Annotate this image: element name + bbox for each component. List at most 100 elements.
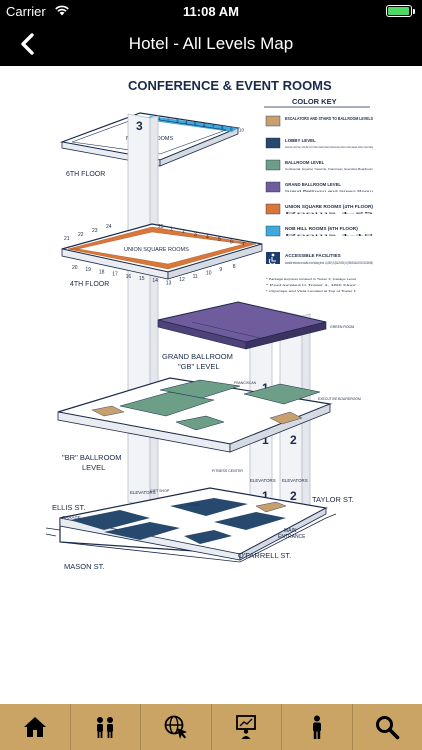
tower-number: 1 xyxy=(262,433,269,447)
tab-home[interactable] xyxy=(0,704,71,750)
plaza-area[interactable] xyxy=(184,530,232,544)
yosemite-room[interactable] xyxy=(175,415,225,431)
search-icon xyxy=(376,716,400,740)
union-room-number: 3 xyxy=(194,232,197,238)
nob-hill-room-number: 3 xyxy=(176,119,179,124)
color-key-label: GRAND BALLROOM LEVEL xyxy=(285,182,341,187)
home-icon xyxy=(23,717,46,737)
wifi-icon xyxy=(55,5,69,16)
union-room-number: 8 xyxy=(233,264,236,270)
br-ballroom-label: "BR" BALLROOM xyxy=(62,453,122,462)
plaza-label: PLAZA xyxy=(188,503,200,507)
tower-number: 2 xyxy=(290,489,297,503)
grand-ballroom-label: GRAND BALLROOM xyxy=(162,352,233,361)
franciscan-label: FRANCISCAN xyxy=(234,381,257,385)
tab-people[interactable] xyxy=(71,704,141,750)
status-time: 11:08 AM xyxy=(183,4,239,19)
color-key: COLOR KEY ESCALATORS AND STAIRS TO BALLR… xyxy=(264,97,375,293)
street-outline xyxy=(45,513,337,563)
union-room-number: 20 xyxy=(72,265,78,271)
color-key-swatch xyxy=(265,137,281,149)
color-key-desc: Grand Ballroom and Green Room xyxy=(285,189,374,193)
fitness-center-label: FITNESS CENTER xyxy=(212,469,243,473)
color-key-swatch xyxy=(265,225,281,237)
battery-fill xyxy=(388,7,409,15)
color-key-desc: Rooms 1-10 xyxy=(285,233,375,237)
tab-globe[interactable] xyxy=(141,704,212,750)
nob-hill-room-number: 7 xyxy=(212,124,215,129)
nob-hill-room-number: 4 xyxy=(185,120,188,125)
chevron-left-icon[interactable] xyxy=(14,30,42,58)
union-room-number: 18 xyxy=(99,269,105,275)
hotel-levels-map: CONFERENCE & EVENT ROOMS COLOR KEY ESCAL… xyxy=(45,78,375,571)
color-key-swatch xyxy=(265,203,281,215)
sixth-floor-label: 6TH FLOOR xyxy=(66,171,105,178)
tower-number: 2 xyxy=(290,433,297,447)
color-key-desc: Golden Gate, Urban Tavern, Lobby Bar, He… xyxy=(285,145,373,149)
main-entrance-label-2: ENTRANCE xyxy=(278,534,306,540)
gift-shop-label: GIFT SHOP xyxy=(150,489,170,493)
lobby-level: FITNESS CENTER GIFT SHOP PLAZA ELEVATORS… xyxy=(59,469,328,561)
tab-search[interactable] xyxy=(353,704,422,750)
franciscan-room[interactable] xyxy=(243,383,321,405)
imperial-ballroom[interactable] xyxy=(159,379,241,399)
lobby-area-north[interactable] xyxy=(170,498,248,516)
lobby-area-east[interactable] xyxy=(214,512,286,530)
br-level-label: LEVEL xyxy=(82,463,105,472)
tower-number: 3 xyxy=(136,119,143,133)
color-key-note: * Parkage Express located in Tower 3, Ga… xyxy=(266,277,356,281)
tower-number: 1 xyxy=(262,489,269,503)
union-room-number: 9 xyxy=(219,267,222,273)
union-square-rooms-ring[interactable] xyxy=(67,226,257,270)
union-room-number: 22 xyxy=(78,232,84,238)
color-key-label: BALLROOM LEVEL xyxy=(285,160,325,165)
elevators-label-left: ELEVATORS xyxy=(130,490,156,495)
union-room-number: 23 xyxy=(92,228,98,234)
union-room-number: 4 xyxy=(206,234,209,240)
union-room-number: 24 xyxy=(106,224,112,230)
tab-presentation[interactable] xyxy=(212,704,282,750)
color-key-desc: Rooms 1-25 xyxy=(285,211,375,215)
lobby-area-west[interactable] xyxy=(70,510,150,530)
union-room-number: 2 xyxy=(182,229,185,235)
executive-boardroom-label: EXECUTIVE BOARDROOM xyxy=(318,397,361,401)
color-key-desc: Continental, Imperial, Yosemite, Francis… xyxy=(285,167,373,171)
map-container[interactable]: CONFERENCE & EVENT ROOMS COLOR KEY ESCAL… xyxy=(0,66,422,704)
union-room-number: 19 xyxy=(85,267,91,273)
continental-ballroom[interactable] xyxy=(119,391,215,417)
globe-pointer-icon xyxy=(164,715,187,739)
carrier-label: Carrier xyxy=(6,4,46,19)
nob-hill-room-number: 5 xyxy=(194,121,197,126)
union-room-number: 1 xyxy=(170,227,173,233)
person-icon xyxy=(312,715,321,739)
ballroom-level: FRANCISCAN EXECUTIVE BOARDROOM "BR" BALL… xyxy=(57,377,361,472)
color-key-label: UNION SQUARE ROOMS (4TH FLOOR) xyxy=(285,204,374,209)
nob-hill-room-number: 1 xyxy=(158,116,161,121)
ellis-st-label: ELLIS ST. xyxy=(52,503,85,512)
union-room-number: 15 xyxy=(139,276,145,282)
nob-hill-room-number: 9 xyxy=(230,126,233,131)
nob-hill-rooms-strip[interactable] xyxy=(146,116,238,132)
tab-person[interactable] xyxy=(282,704,353,750)
color-key-label: LOBBY LEVEL xyxy=(285,138,316,143)
lobby-area-central[interactable] xyxy=(104,522,180,540)
nob-hill-room-number: 10 xyxy=(239,128,244,133)
nob-hill-room-number: 2 xyxy=(167,117,170,122)
accessible-title: ACCESSIBLE FACILITIES xyxy=(285,253,341,258)
page-title: Hotel - All Levels Map xyxy=(128,34,294,53)
nob-hill-room-number: 8 xyxy=(221,125,224,130)
union-room-number: 12 xyxy=(179,277,185,283)
union-room-number: 11 xyxy=(193,274,198,280)
color-key-label: NOB HILL ROOMS (6TH FLOOR) xyxy=(285,226,358,231)
union-square-label: UNION SQUARE ROOMS xyxy=(124,247,189,253)
union-room-number: 21 xyxy=(64,236,70,242)
taylor-st-label: TAYLOR ST. xyxy=(312,495,354,504)
union-room-number: 13 xyxy=(166,280,172,286)
status-bar: Carrier 11:08 AM xyxy=(0,0,422,22)
elevators-label-mid: ELEVATORS xyxy=(250,478,276,483)
union-room-number: 16 xyxy=(126,274,132,280)
color-key-note: * Cityscape and Vista Located at Top of … xyxy=(266,289,356,293)
presentation-icon xyxy=(236,715,257,739)
union-room-number: 7 xyxy=(242,242,245,248)
